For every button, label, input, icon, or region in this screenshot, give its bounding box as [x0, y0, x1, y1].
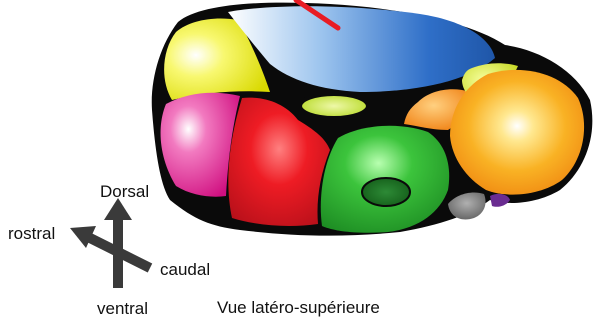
label-dorsal: Dorsal: [100, 183, 149, 200]
view-caption: Vue latéro-supérieure: [217, 299, 380, 316]
region-orange-large: [450, 70, 584, 195]
orientation-arrows: [70, 198, 150, 288]
dorsal-arrow-head-icon: [104, 198, 132, 220]
label-ventral: ventral: [97, 300, 148, 317]
label-rostral: rostral: [8, 225, 55, 242]
region-dark-green-spot: [362, 178, 410, 206]
region-lime-small: [300, 94, 368, 118]
label-caudal: caudal: [160, 261, 210, 278]
